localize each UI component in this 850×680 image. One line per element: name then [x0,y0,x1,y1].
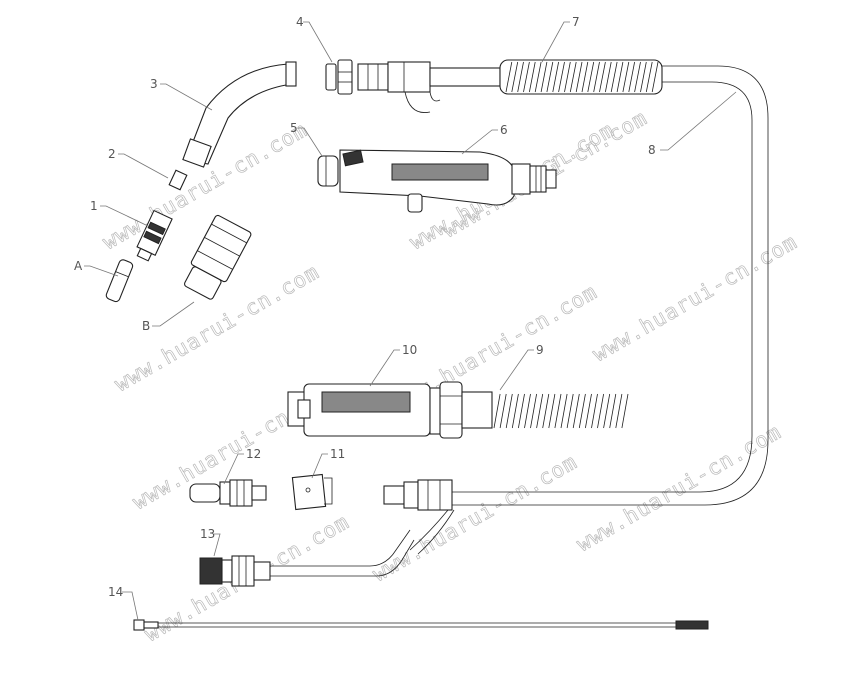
contact-tip [105,259,134,303]
label-part-4: 4 [296,15,304,29]
label-part-5: 5 [290,121,298,135]
control-plug [199,529,415,587]
cable-spring-nut [429,381,629,439]
label-part-b: B [142,319,150,333]
label-part-14: 14 [108,585,123,599]
label-part-7: 7 [572,15,580,29]
swan-neck [182,61,297,168]
label-part-8: 8 [648,143,656,157]
tip-holder [136,209,173,262]
label-part-10: 10 [402,343,417,357]
cable-clamp [291,473,333,511]
insulator-ring [168,169,188,191]
watermark: www.huarui-cn.com [369,450,582,587]
label-part-a: A [74,259,83,273]
cable-assembly [452,65,769,506]
gas-connector [189,479,267,507]
label-part-3: 3 [150,77,158,91]
label-part-13: 13 [200,527,215,541]
power-connector [383,479,455,555]
torch-handle [339,149,557,213]
label-part-2: 2 [108,147,116,161]
leader-lines [84,21,737,621]
label-part-11: 11 [330,447,345,461]
label-part-6: 6 [500,123,508,137]
part-labels: 1 2 3 4 5 6 7 8 9 10 11 12 13 14 A B [74,15,656,599]
handle-spring-guard [357,59,663,113]
label-part-12: 12 [246,447,261,461]
handle-end-cap [317,155,339,187]
label-part-1: 1 [90,199,98,213]
label-part-9: 9 [536,343,544,357]
wire-liner [133,619,709,631]
lock-nut [325,59,353,95]
gas-nozzle [184,214,252,300]
rear-handle-body [287,383,431,437]
watermark: www.huarui-cn.com [589,230,802,367]
